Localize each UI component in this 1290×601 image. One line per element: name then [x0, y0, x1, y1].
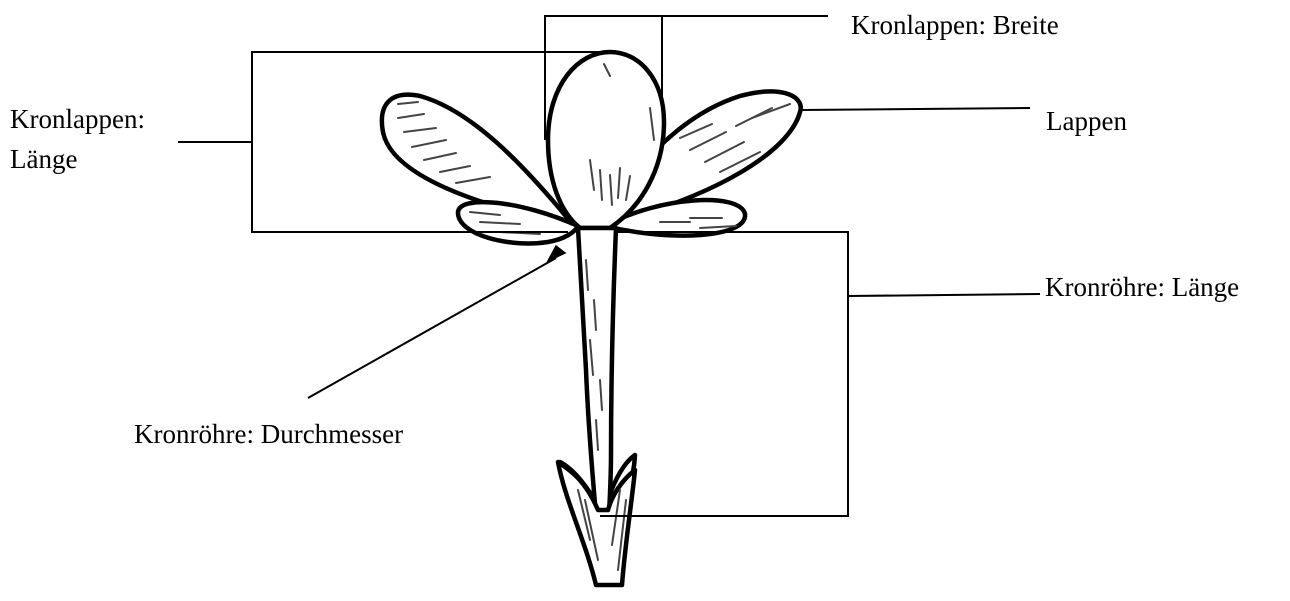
lappen-leader [800, 108, 1030, 110]
label-kronroehre-durchmesser: Kronröhre: Durchmesser [134, 417, 403, 451]
label-kronroehre-laenge: Kronröhre: Länge [1045, 270, 1239, 304]
roehre-leader [848, 294, 1040, 296]
roehre-bracket [600, 232, 848, 516]
label-lappen: Lappen [1046, 104, 1127, 138]
label-kronlappen-laenge-line2: Länge [10, 142, 77, 176]
arrow-head [548, 246, 565, 261]
corolla-tube [578, 228, 616, 515]
label-kronlappen-breite: Kronlappen: Breite [851, 8, 1059, 42]
durchmesser-leader [308, 258, 556, 398]
label-kronlappen-laenge-line1: Kronlappen: [10, 102, 145, 136]
